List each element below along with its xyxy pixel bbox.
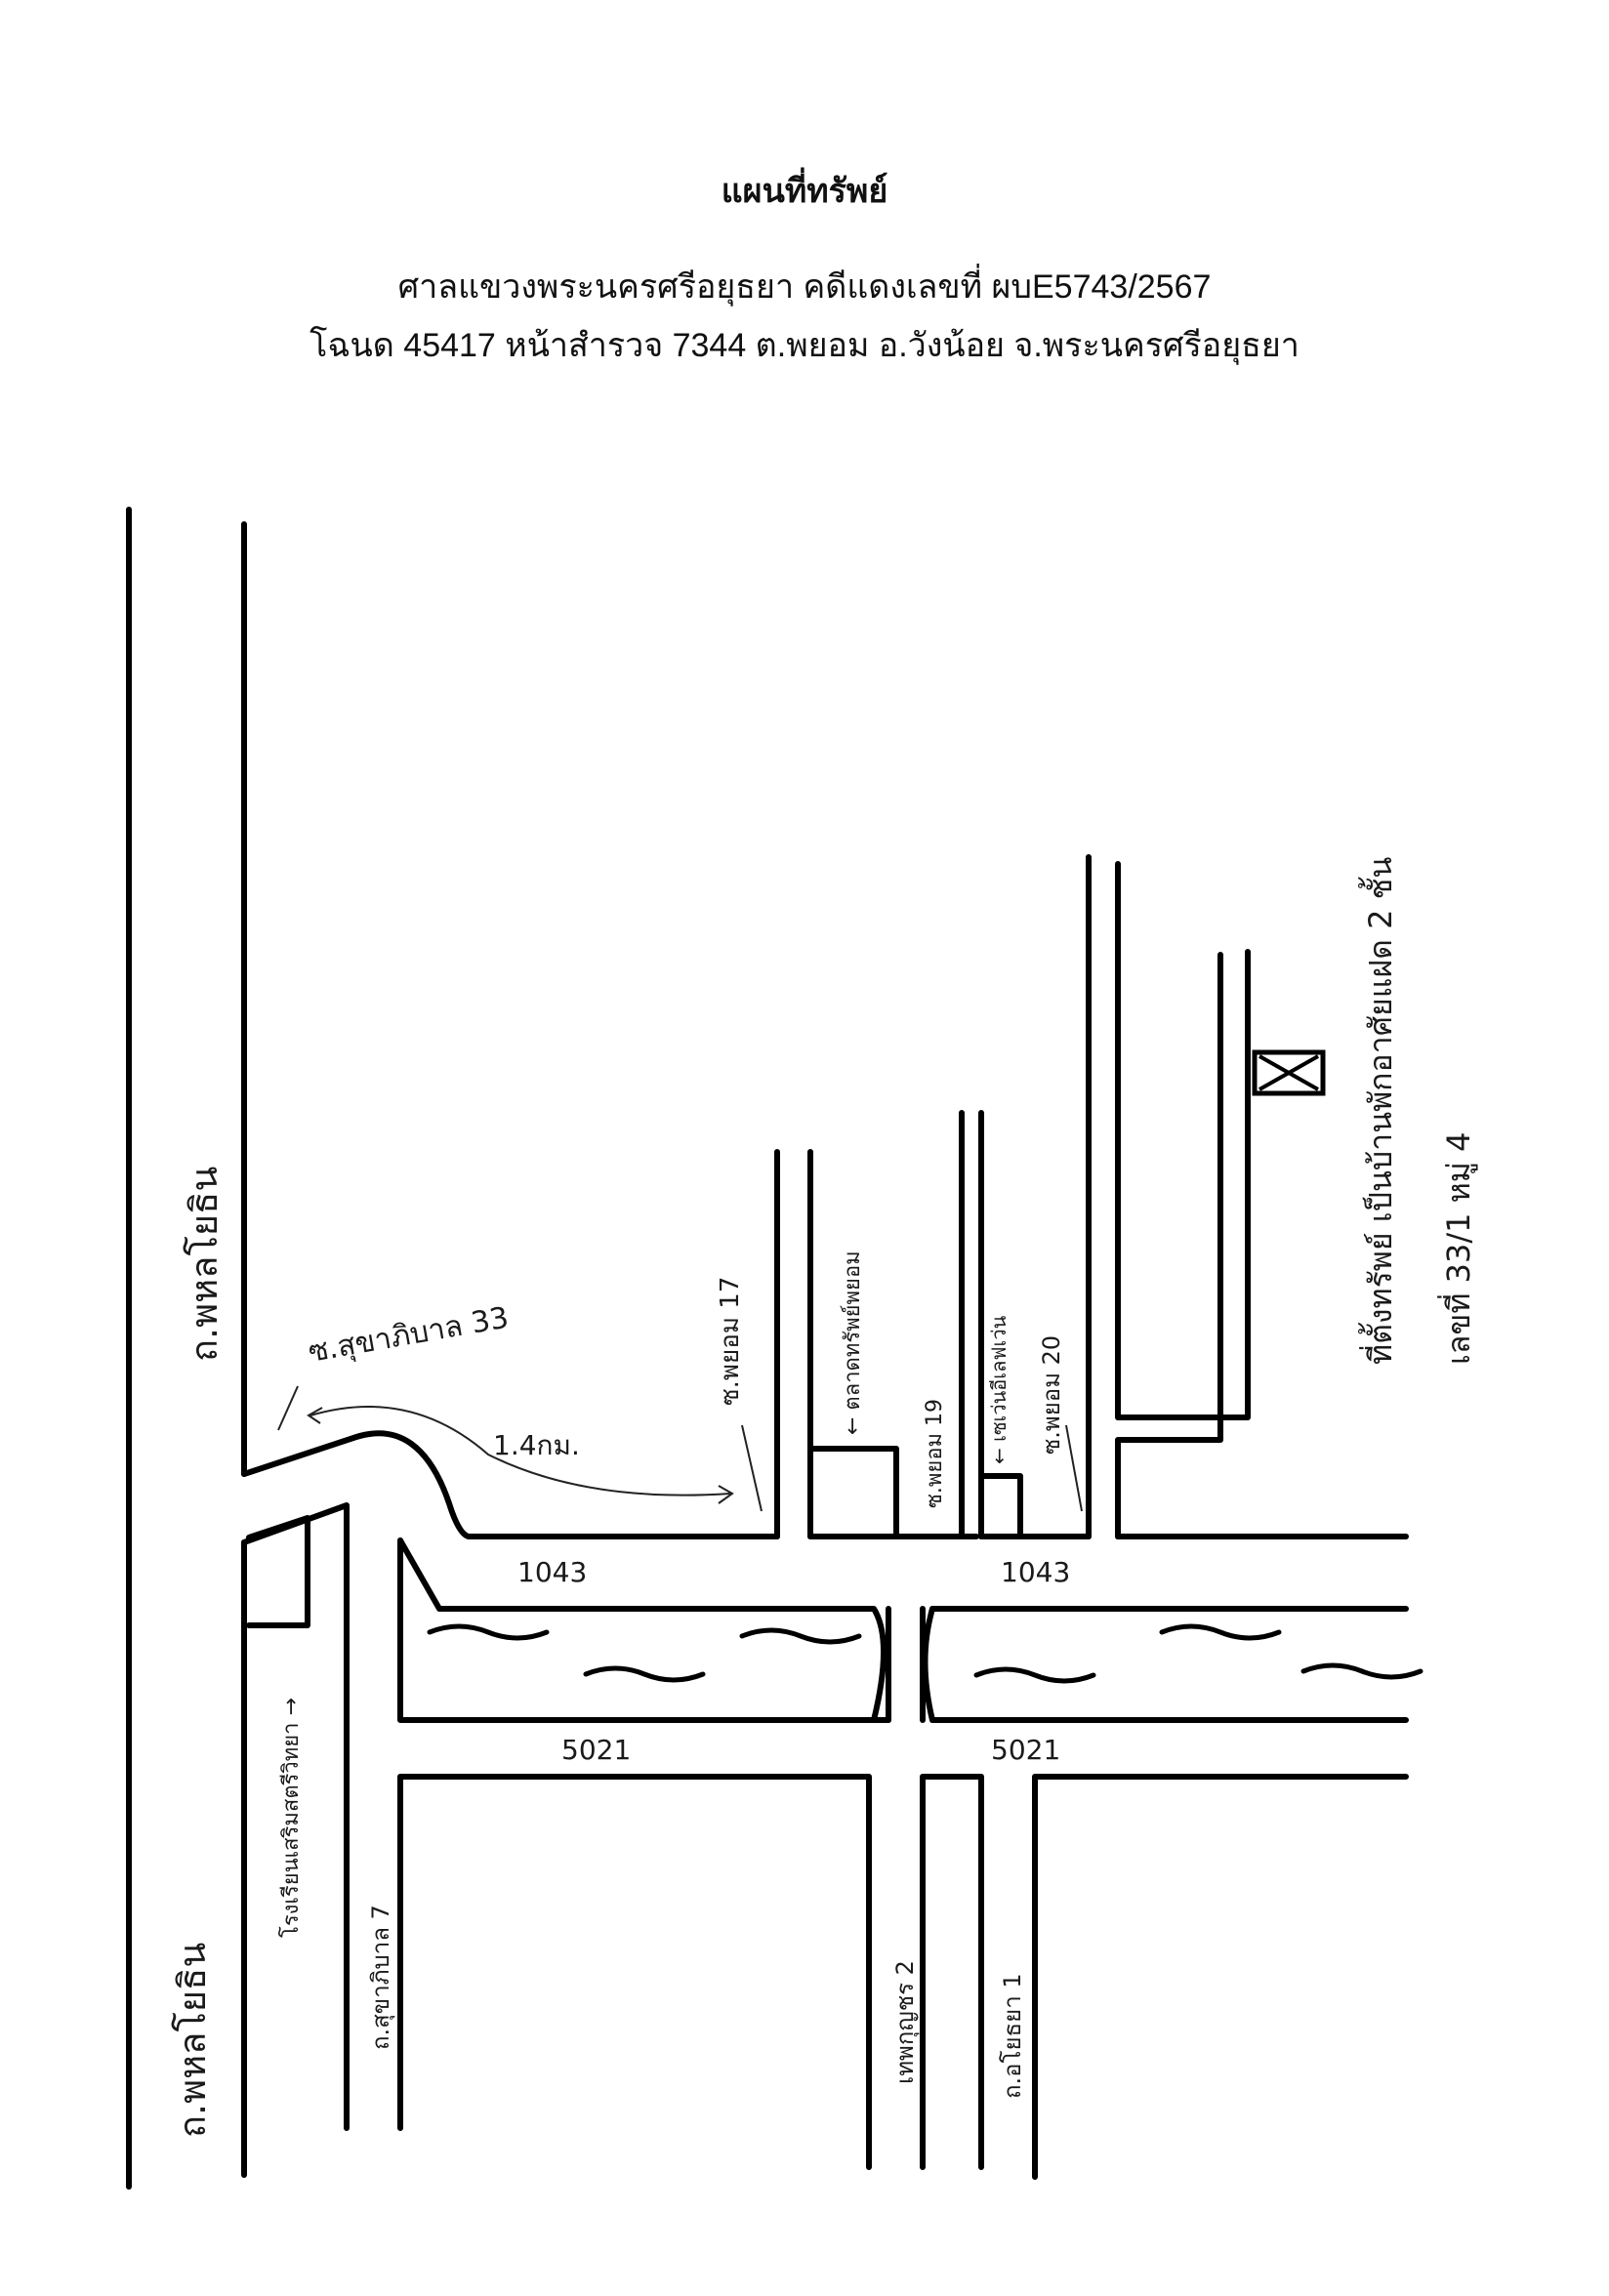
distance-label: 1.4กม. — [493, 1429, 580, 1461]
road-1043-north-edge-west — [241, 1430, 780, 1539]
road-5021-west-north-edge — [397, 1538, 891, 1723]
seven-eleven-label: ← เซเว่นอีเลฟเว่น — [987, 1315, 1011, 1464]
thep-kunchon-lane — [920, 1774, 984, 2170]
soi-phayom20-east-edge — [1115, 861, 1251, 1420]
school-block — [246, 1515, 310, 1628]
canal-wave — [583, 1665, 706, 1683]
court-case-line: ศาลแขวงพระนครศรีอยุธยา คดีแดงเลขที่ ผบE5… — [397, 268, 1212, 306]
school-label: โรงเรียนเสริมสตรีวิทยา → — [278, 1698, 304, 1938]
road-5021-south-edge-east — [1032, 1774, 1409, 2180]
soi-phayom17-label: ซ.พยอม 17 — [716, 1277, 745, 1406]
road-5021-label-west: 5021 — [561, 1734, 631, 1766]
thep-kunchon-2-label: เทพกุญชร 2 — [891, 1960, 920, 2084]
market-block — [807, 1446, 899, 1539]
canal-wave — [427, 1623, 550, 1641]
road-5021-label-east: 5021 — [991, 1734, 1060, 1766]
canal-wave — [1300, 1662, 1423, 1680]
soi20-pointer — [1065, 1424, 1083, 1512]
ayothaya-1-label: ถ.อโยธยา 1 — [999, 1973, 1026, 2099]
road-1043-label-west: 1043 — [517, 1556, 587, 1588]
title-deed-line: โฉนด 45417 หน้าสำรวจ 7344 ต.พยอม อ.วังน้… — [309, 327, 1300, 364]
distance-arrowhead-right — [718, 1485, 734, 1504]
phahonyothin-label-bottom: ถ.พหลโยธิน — [171, 1943, 214, 2138]
soi33-pointer — [277, 1385, 299, 1431]
canal-west-bank — [397, 1538, 887, 1723]
canal-wave — [739, 1627, 862, 1645]
property-marker — [1252, 1049, 1326, 1096]
market-label: ← ตลาดทรัพย์พยอม — [841, 1250, 865, 1435]
soi-phayom19-label: ซ.พยอม 19 — [923, 1399, 947, 1508]
soi17-pointer — [741, 1424, 763, 1512]
soi-phayom20-label: ซ.พยอม 20 — [1038, 1335, 1065, 1455]
seven-eleven-block — [978, 1473, 1023, 1539]
property-marker-cross-b — [1258, 1054, 1319, 1091]
sukhaphiban7-label: ถ.สุขาภิบาล 7 — [367, 1905, 395, 2050]
distance-arrowhead-left — [307, 1407, 323, 1424]
distance-arrow — [309, 1406, 731, 1496]
phahonyothin-label-top: ถ.พหลโยธิน — [183, 1167, 226, 1362]
property-lane — [1115, 952, 1223, 1539]
map-title: แผนที่ทรัพย์ — [721, 173, 888, 210]
soi-sukhaphiban33-label: ซ.สุขาภิบาล 33 — [306, 1300, 511, 1370]
road-5021-south-edge-west — [397, 1774, 872, 2170]
canal-wave — [973, 1666, 1096, 1684]
canal-wave — [1159, 1623, 1282, 1641]
property-note-line2: เลขที่ 33/1 หมู่ 4 — [1437, 1132, 1478, 1365]
property-note-line1: ที่ตั้งทรัพย์ เป็นบ้านพักอาศัยแฝด 2 ชั้น — [1358, 857, 1399, 1365]
road-1043-label-east: 1043 — [1001, 1556, 1070, 1588]
